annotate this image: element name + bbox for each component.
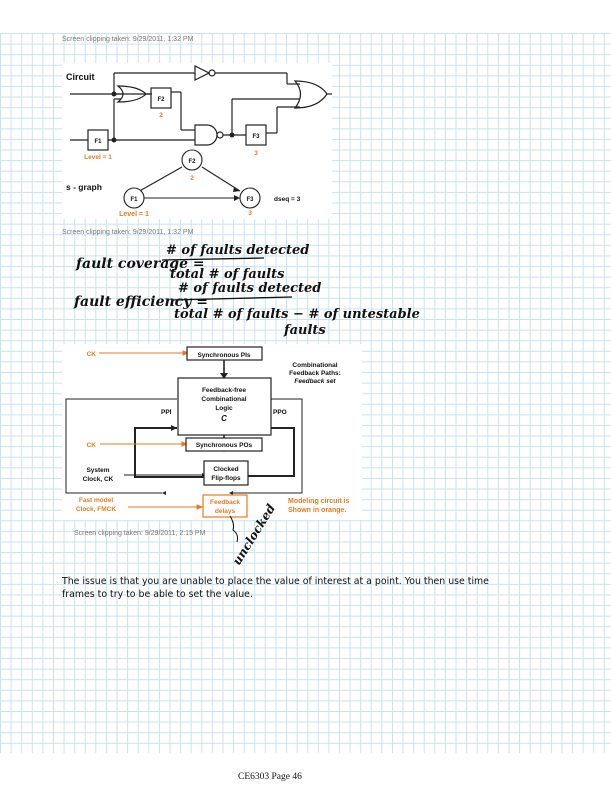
body-paragraph: The issue is that you are unable to plac… bbox=[62, 576, 489, 600]
modeling-note-line1: Modeling circuit is bbox=[288, 498, 350, 505]
fault-efficiency-denominator-cont: faults bbox=[283, 323, 326, 338]
synchronous-pis-box bbox=[186, 346, 263, 361]
sgraph-label: s - graph bbox=[66, 182, 102, 192]
f3-level: 3 bbox=[254, 150, 258, 157]
system-clock-line2: Clock, CK bbox=[83, 476, 114, 483]
system-clock-line1: System bbox=[86, 467, 109, 474]
sgraph-node-f1 bbox=[123, 187, 145, 209]
feedback-paths-line2: Feedback Paths: bbox=[289, 370, 341, 377]
sgraph-f2-level: 2 bbox=[190, 175, 194, 182]
comb-logic-line2: Combinational bbox=[201, 396, 246, 403]
ck-top-label: CK bbox=[87, 351, 97, 358]
sgraph-f3-level: 3 bbox=[248, 210, 252, 217]
fault-coverage-numerator: # of faults detected bbox=[166, 243, 309, 258]
sequential-model-diagram: Synchronous PIs Feedback-free Combinatio… bbox=[65, 346, 350, 518]
clip-caption-2: Screen clipping taken: 9/29/2011, 1:32 P… bbox=[62, 229, 194, 236]
clip-caption-1: Screen clipping taken: 9/29/2011, 1:32 P… bbox=[62, 36, 194, 43]
f1-box-label: F1 bbox=[94, 139, 102, 145]
feedback-set-label: Feedback set bbox=[294, 378, 336, 385]
feedback-delays-box bbox=[202, 494, 248, 518]
sequential-model-clipping: Synchronous PIs Feedback-free Combinatio… bbox=[62, 344, 362, 520]
sgraph-f2: F2 bbox=[188, 159, 196, 165]
unclocked-annotation: unclocked bbox=[229, 501, 278, 568]
page-footer: CE6303 Page 46 bbox=[238, 772, 302, 782]
synchronous-pos-label: Synchronous POs bbox=[196, 442, 253, 449]
circuit-label: Circuit bbox=[66, 72, 95, 82]
sgraph-node-f2 bbox=[181, 149, 203, 171]
fault-efficiency-lhs: fault efficiency = bbox=[73, 294, 208, 310]
fault-efficiency-numerator: # of faults detected bbox=[178, 281, 321, 296]
feedback-delays-line2: delays bbox=[215, 508, 236, 515]
comb-logic-line3: Logic bbox=[215, 405, 233, 412]
f1-level: Level = 1 bbox=[84, 154, 112, 161]
synchronous-pos-box bbox=[185, 437, 263, 452]
ppo-label: PPO bbox=[273, 409, 287, 416]
clocked-flip-flops-box bbox=[203, 460, 249, 486]
fault-coverage-denominator: total # of faults bbox=[170, 267, 285, 282]
clip-caption-3: Screen clipping taken: 9/29/2011, 2:15 P… bbox=[74, 530, 206, 537]
sgraph-f3: F3 bbox=[246, 197, 254, 203]
ck-mid-label: CK bbox=[87, 442, 97, 449]
feedback-delays-line1: Feedback bbox=[210, 499, 240, 506]
comb-logic-symbol: C bbox=[221, 414, 227, 423]
circuit-sgraph-clipping: Circuit F2 2 F1 Level = 1 F3 3 s - graph… bbox=[62, 63, 332, 219]
flip-flops-line1: Clocked bbox=[213, 466, 238, 473]
f3-box-label: F3 bbox=[252, 134, 260, 140]
handwritten-formulas: fault coverage = # of faults detected to… bbox=[73, 243, 420, 338]
dseq-label: dseq = 3 bbox=[274, 196, 301, 203]
fast-model-clock-line2: Clock, FMCK bbox=[76, 506, 116, 513]
fast-model-clock-line1: Fast model bbox=[79, 497, 114, 504]
sgraph-f1: F1 bbox=[130, 197, 138, 203]
f2-level: 2 bbox=[159, 112, 163, 119]
sgraph-f1-level: Level = 1 bbox=[119, 211, 149, 218]
modeling-note-line2: Shown in orange. bbox=[288, 507, 346, 514]
ppi-label: PPI bbox=[161, 409, 172, 416]
comb-logic-line1: Feedback-free bbox=[202, 387, 246, 394]
feedback-paths-line1: Combinational bbox=[292, 362, 337, 369]
combinational-logic-box bbox=[177, 377, 272, 436]
circuit-diagram: Circuit F2 2 F1 Level = 1 F3 3 s - graph… bbox=[66, 65, 332, 218]
flip-flops-line2: Flip-flops bbox=[211, 475, 241, 482]
synchronous-pis-label: Synchronous PIs bbox=[197, 352, 250, 359]
f2-box-label: F2 bbox=[157, 97, 165, 103]
fault-efficiency-denominator: total # of faults − # of untestable bbox=[174, 307, 420, 322]
